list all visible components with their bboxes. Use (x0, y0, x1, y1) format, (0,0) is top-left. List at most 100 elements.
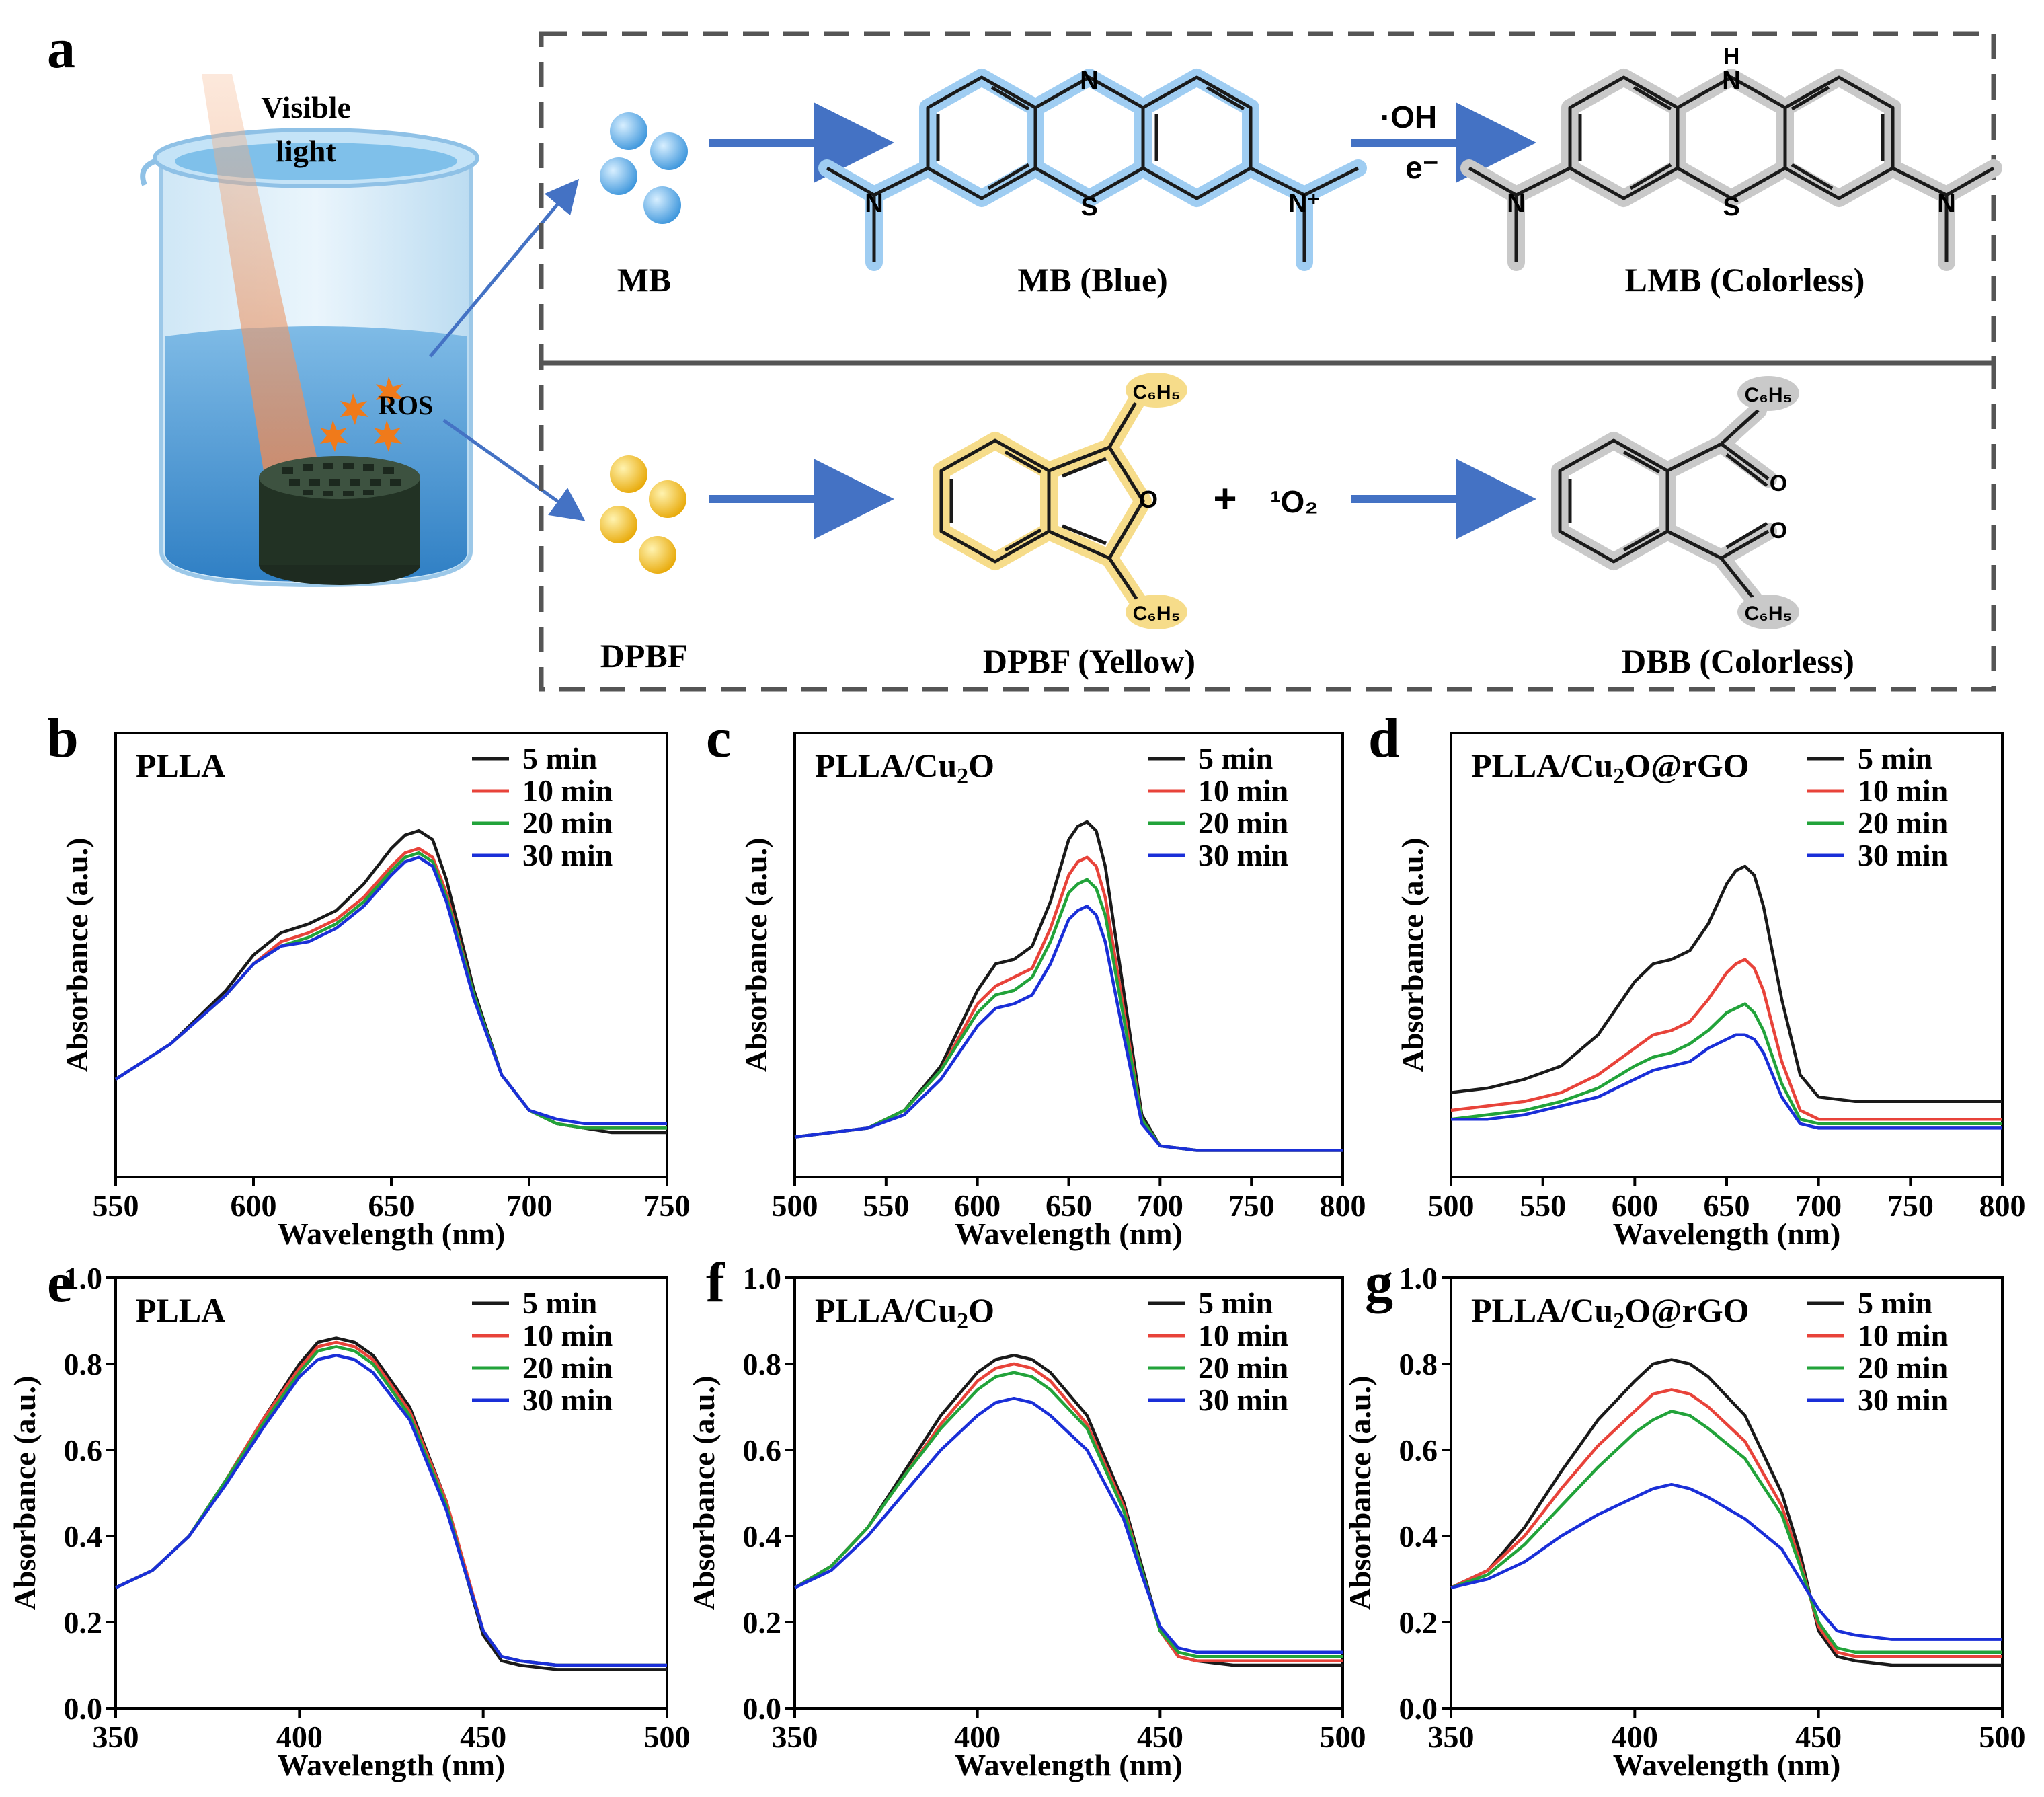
legend-label: 5 min (522, 741, 597, 775)
sample-label-main: PLLA (136, 1291, 225, 1329)
x-tick-label: 550 (863, 1188, 909, 1223)
x-tick-label: 550 (93, 1188, 139, 1223)
dbb-c6h5-bottom-highlight (1737, 595, 1799, 629)
series-line-2 (794, 855, 1343, 1152)
sample-label-post: O (968, 747, 994, 784)
sample-label: PLLA (136, 1291, 225, 1329)
series-line-2 (1450, 1388, 2002, 1658)
mb-n-right: N⁺ (1288, 190, 1321, 218)
lmb-s-atom: S (1723, 193, 1739, 221)
x-axis-title: Wavelength (nm) (955, 1748, 1183, 1782)
electron-condition: e⁻ (1405, 150, 1439, 185)
legend-label: 5 min (1198, 741, 1273, 775)
pointer-arrow-top (429, 178, 580, 358)
dpbf-c6h5-bottom: C₆H₅ (1133, 603, 1181, 625)
legend-label: 10 min (522, 1318, 613, 1352)
lmb-molecule: H N S N N (1460, 44, 2002, 271)
x-axis-title: Wavelength (nm) (955, 1217, 1183, 1251)
x-tick-label: 800 (1320, 1188, 1366, 1223)
mb-n-atom: N (1080, 67, 1098, 95)
lmb-n-right: N (1937, 190, 1955, 218)
x-tick-label: 600 (954, 1188, 1000, 1223)
y-tick-label: 1.0 (64, 1261, 103, 1295)
x-tick-label: 650 (1704, 1188, 1750, 1223)
lmb-highlight (1460, 69, 2002, 271)
x-tick-label: 600 (231, 1188, 277, 1223)
mb-ball (600, 157, 637, 195)
mb-bonds (826, 75, 1360, 262)
legend-label: 5 min (1198, 1286, 1273, 1320)
legend-label: 5 min (1858, 741, 1932, 775)
x-tick-label: 450 (460, 1720, 506, 1754)
x-tick-label: 500 (1428, 1188, 1475, 1223)
y-tick-label: 1.0 (743, 1261, 782, 1295)
x-tick-label: 350 (772, 1720, 818, 1754)
pointer-arrow-bottom (442, 418, 586, 521)
sample-label-post: O@rGO (1624, 747, 1749, 784)
legend-label: 10 min (1198, 1318, 1288, 1352)
sample-label-sub: 2 (1613, 1309, 1624, 1334)
x-tick-label: 350 (1428, 1720, 1475, 1754)
legend-label: 10 min (522, 773, 613, 808)
sample-label-sub: 2 (957, 1309, 968, 1334)
mb-molecule: N S N N⁺ (818, 67, 1367, 271)
beaker-spout (140, 159, 156, 186)
reaction-box-top (539, 31, 1996, 366)
legend-label: 20 min (522, 806, 613, 840)
x-tick-label: 450 (1137, 1720, 1183, 1754)
x-tick-label: 650 (368, 1188, 415, 1223)
x-tick-label: 450 (1795, 1720, 1842, 1754)
x-tick-label: 750 (644, 1188, 691, 1223)
legend-label: 30 min (1858, 838, 1948, 872)
legend-label: 10 min (1858, 1318, 1948, 1352)
legend-label: 5 min (522, 1286, 597, 1320)
series-line-1 (1450, 1358, 2002, 1667)
y-axis-title: Absorbance (a.u.) (686, 1376, 721, 1611)
legend-label: 20 min (1858, 806, 1948, 840)
panel-letter-a: a (47, 17, 75, 80)
y-axis-title: Absorbance (a.u.) (1395, 838, 1429, 1073)
visible-label: Visible (261, 90, 351, 124)
panel-letter-g: g (1365, 1252, 1393, 1314)
y-axis-title: Absorbance (a.u.) (1343, 1376, 1377, 1611)
y-axis-title: Absorbance (a.u.) (739, 838, 773, 1073)
dbb-molecule: C₆H₅ C₆H₅ O O (1551, 376, 1799, 629)
sample-label-sub: 2 (957, 764, 968, 789)
series-line-3 (793, 1371, 1343, 1658)
series-line-1 (1450, 864, 2002, 1104)
y-tick-label: 0.6 (64, 1433, 103, 1467)
dbb-o-atom-bottom: O (1770, 518, 1787, 543)
ros-label: ROS (378, 390, 433, 420)
mb-double-bonds (936, 85, 1245, 190)
lmb-label: LMB (Colorless) (1625, 261, 1865, 299)
legend-label: 30 min (522, 1383, 613, 1417)
x-tick-label: 700 (1137, 1188, 1183, 1223)
dpbf-bonds (939, 389, 1145, 610)
lmb-n-atom: N (1722, 67, 1740, 95)
legend-label: 5 min (1858, 1286, 1932, 1320)
series-line-4 (1451, 1033, 2002, 1130)
x-tick-label: 550 (1520, 1188, 1566, 1223)
singlet-oxygen: ¹O₂ (1270, 484, 1319, 519)
sample-label-main: PLLA/Cu (815, 747, 957, 784)
mb-ball (610, 112, 647, 150)
y-tick-label: 0.2 (64, 1605, 103, 1640)
y-axis-title: Absorbance (a.u.) (7, 1376, 42, 1611)
dbb-double-bonds (1568, 450, 1768, 552)
dpbf-ball (639, 536, 676, 574)
scaffold-top (259, 456, 420, 499)
legend-label: 10 min (1198, 773, 1288, 808)
dbb-c6h5-bottom: C₆H₅ (1745, 603, 1793, 625)
series-line-2 (1450, 958, 2002, 1121)
series-line-3 (1450, 1002, 2002, 1126)
mb-highlight (818, 69, 1367, 271)
y-tick-label: 0.6 (1399, 1433, 1438, 1467)
y-tick-label: 0.4 (64, 1519, 103, 1554)
x-tick-label: 700 (506, 1188, 553, 1223)
dpbf-ball (649, 480, 686, 518)
mb-s-atom: S (1080, 193, 1097, 221)
